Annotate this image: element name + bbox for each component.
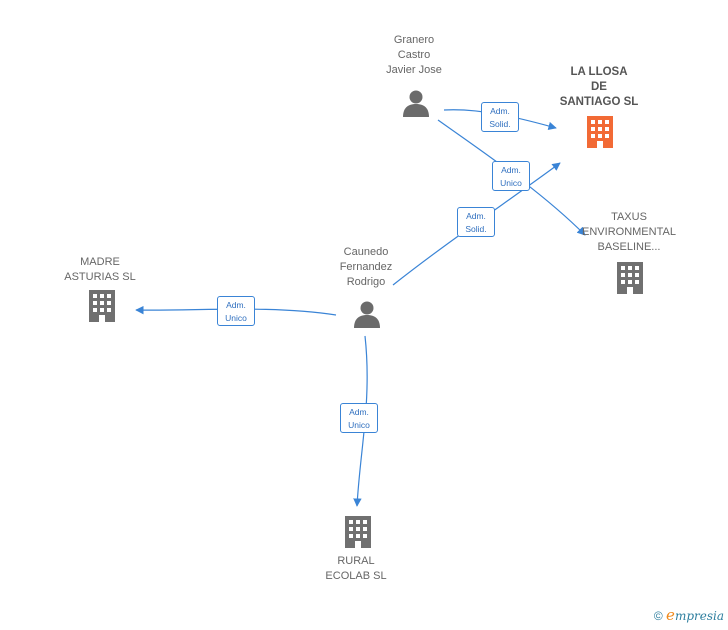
relation-badge-caunedo-lallosa[interactable]: Adm. Solid. [457,207,495,237]
relation-subtype: Unico [225,313,247,323]
relation-badge-caunedo-madre[interactable]: Adm. Unico [217,296,255,326]
relation-type: Adm. [501,165,521,175]
brand-footer: © empresia [654,606,724,624]
copyright-icon: © [653,609,663,623]
building-icon-madre[interactable] [89,290,115,322]
relation-subtype: Solid. [489,119,511,129]
brand-logo-text: mpresia [674,609,724,623]
relation-subtype: Unico [348,420,370,430]
node-label-granero[interactable]: Granero Castro Javier Jose [386,34,442,76]
node-label-lallosa[interactable]: LA LLOSA DE SANTIAGO SL [559,66,639,108]
building-icon-lallosa[interactable] [587,116,613,148]
node-label-taxus[interactable]: TAXUS ENVIRONMENTAL BASELINE... [582,211,676,253]
relation-type: Adm. [490,106,510,116]
node-label-rural[interactable]: RURAL ECOLAB SL [325,555,387,582]
person-icon-granero[interactable] [403,90,429,118]
relation-type: Adm. [226,300,246,310]
relation-badge-granero-lallosa[interactable]: Adm. Solid. [481,102,519,132]
relation-badge-granero-taxus[interactable]: Adm. Unico [492,161,530,191]
node-label-caunedo[interactable]: Caunedo Fernandez Rodrigo [339,246,393,288]
relation-badge-caunedo-rural[interactable]: Adm. Unico [340,403,378,433]
node-label-madre[interactable]: MADRE ASTURIAS SL [64,256,136,283]
brand-logo-letter: e [666,606,675,624]
relation-subtype: Unico [500,178,522,188]
building-icon-taxus[interactable] [617,262,643,294]
person-icon-caunedo[interactable] [354,301,380,329]
relation-type: Adm. [466,211,486,221]
building-icon-rural[interactable] [345,516,371,548]
relation-type: Adm. [349,407,369,417]
relation-subtype: Solid. [465,224,487,234]
